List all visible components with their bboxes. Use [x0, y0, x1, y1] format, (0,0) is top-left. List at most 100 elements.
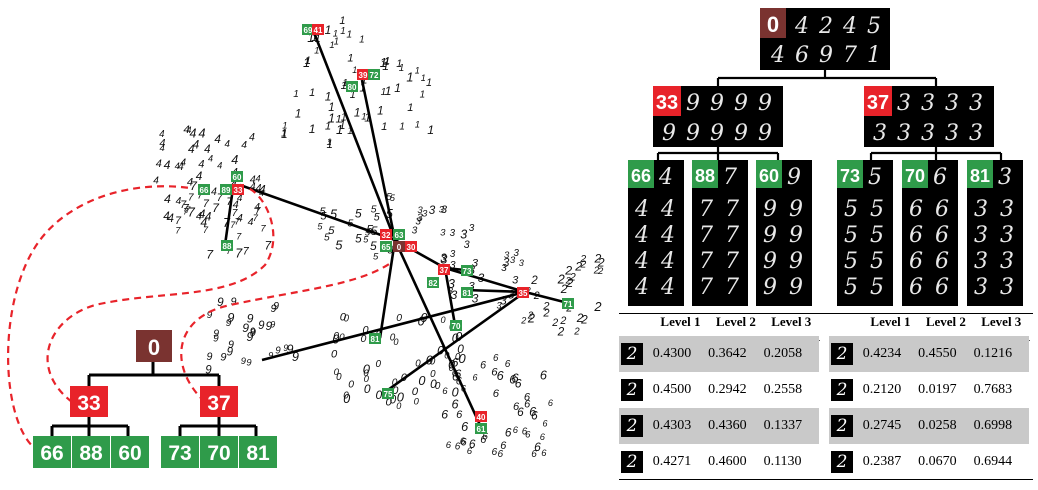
- projection-tag: [312, 24, 324, 35]
- digit-thumbnail: 7: [725, 249, 739, 274]
- panel-l1-block: 37: [864, 86, 994, 147]
- table-cell: 0.0670: [918, 454, 957, 469]
- digit-point: 0: [390, 333, 396, 344]
- digit-thumbnail: 7: [843, 43, 857, 68]
- projection-tag-label: 73: [463, 267, 472, 276]
- digit-thumbnail: 3: [897, 91, 911, 116]
- digit-point: 9: [217, 295, 224, 309]
- digit-point: 3: [460, 228, 467, 242]
- digit-point: 4: [198, 159, 204, 171]
- digit-point: 1: [361, 111, 366, 122]
- digit-point: 9: [268, 351, 273, 361]
- digit-point: 2: [557, 271, 565, 286]
- digit-point: 1: [380, 55, 387, 70]
- digit-point: 0: [376, 388, 383, 402]
- digit-point: 2: [565, 276, 573, 290]
- digit-point: 6: [512, 370, 520, 385]
- digit-thumbnail: 5: [868, 165, 882, 190]
- digit-point: 3: [450, 228, 456, 239]
- digit-point: 4: [259, 183, 266, 197]
- digit-point: 0: [340, 312, 347, 324]
- digit-point: 9: [271, 303, 277, 315]
- table-cell: 0.7683: [973, 382, 1013, 397]
- digit-point: 7: [255, 206, 261, 217]
- digit-point: 6: [505, 426, 512, 440]
- projection-tag: [369, 333, 381, 344]
- projection-tag-label: 60: [233, 173, 242, 182]
- digit-thumbnail: 6: [909, 197, 923, 222]
- digit-point: 1: [347, 53, 353, 65]
- digit-point: 9: [266, 319, 273, 333]
- digit-point: 1: [415, 66, 420, 76]
- digit-point: 0: [363, 361, 371, 376]
- digit-point: 1: [341, 80, 347, 92]
- digit-point: 5: [366, 223, 373, 237]
- digit-point: 1: [350, 89, 356, 101]
- digit-point: 1: [311, 32, 317, 44]
- digit-point: 1: [415, 120, 420, 131]
- digit-thumbnail: 3: [873, 121, 887, 146]
- digit-point: 0: [430, 377, 437, 391]
- digit-point: 0: [459, 351, 467, 366]
- digit-point: 0: [430, 356, 436, 367]
- digit-point: 9: [275, 346, 281, 357]
- projection-tag: [562, 298, 574, 309]
- projection-tag-label: 69: [304, 26, 313, 35]
- digit-thumbnail: 9: [789, 249, 803, 274]
- digit-point: 5: [320, 206, 327, 218]
- table-cell: 0.4500: [652, 382, 692, 397]
- digit-point: 3: [417, 212, 424, 224]
- projection-tag-label: 70: [452, 322, 461, 331]
- digit-point: 6: [467, 446, 473, 457]
- digit-point: 7: [232, 208, 238, 219]
- digit-point: 9: [270, 319, 275, 329]
- digit-point: 0: [430, 369, 436, 380]
- digit-thumbnail: 4: [842, 14, 857, 39]
- digit-point: 0: [397, 389, 405, 404]
- digit-thumbnail: 9: [758, 121, 772, 146]
- digit-point: 7: [203, 225, 209, 235]
- digit-thumbnail: 3: [945, 91, 959, 116]
- table-row: 2 0.2120 0.0197 0.7683: [829, 372, 1029, 408]
- digit-thumbnail: 7: [699, 197, 713, 222]
- digit-thumbnail: 6: [935, 275, 949, 300]
- projection-tag-label: 66: [200, 186, 209, 195]
- digit-point: 1: [333, 29, 338, 40]
- hierarchy-tree: 0 33 37 66 88 60: [33, 330, 277, 468]
- digit-point: 1: [340, 26, 345, 37]
- digit-thumbnail: 9: [819, 43, 833, 68]
- digit-point: 6: [498, 449, 504, 460]
- tree-level2-label: 60: [118, 442, 141, 465]
- digit-point: 0: [435, 381, 441, 392]
- digit-thumbnail: 6: [909, 223, 923, 248]
- digit-point: 0: [393, 337, 399, 347]
- projection-tag-label: 88: [223, 242, 232, 251]
- digit-thumbnail: 2: [621, 451, 643, 473]
- digit-point: 1: [295, 107, 301, 120]
- digit-point: 6: [492, 447, 498, 458]
- digit-point: 6: [524, 391, 531, 403]
- digit-point: 6: [452, 355, 459, 369]
- digit-point: 4: [214, 132, 221, 146]
- digit-point: 4: [164, 158, 171, 172]
- projection-tag-label: 71: [564, 300, 573, 309]
- table-row: 2 0.4500 0.2942 0.2558: [619, 372, 819, 408]
- digit-thumbnail: 7: [699, 275, 713, 300]
- digit-point: 3: [469, 223, 475, 234]
- digit-point: 6: [497, 369, 505, 383]
- projection-tag: [231, 171, 243, 182]
- digit-point: 1: [352, 65, 357, 75]
- digit-point: 5: [328, 225, 335, 237]
- table-cell: 0.2387: [862, 454, 902, 469]
- digit-point: 1: [407, 102, 413, 114]
- digit-point: 1: [314, 46, 319, 57]
- table-cell: 0.4550: [918, 336, 974, 372]
- digit-thumbnail: 9: [763, 223, 777, 248]
- digit-thumbnail: 3: [921, 91, 935, 116]
- digit-point: 3: [472, 292, 479, 306]
- digit-point: 3: [500, 293, 507, 307]
- digit-point: 2: [593, 265, 600, 276]
- digit-point: 7: [206, 247, 214, 261]
- digit-point: 3: [464, 239, 470, 251]
